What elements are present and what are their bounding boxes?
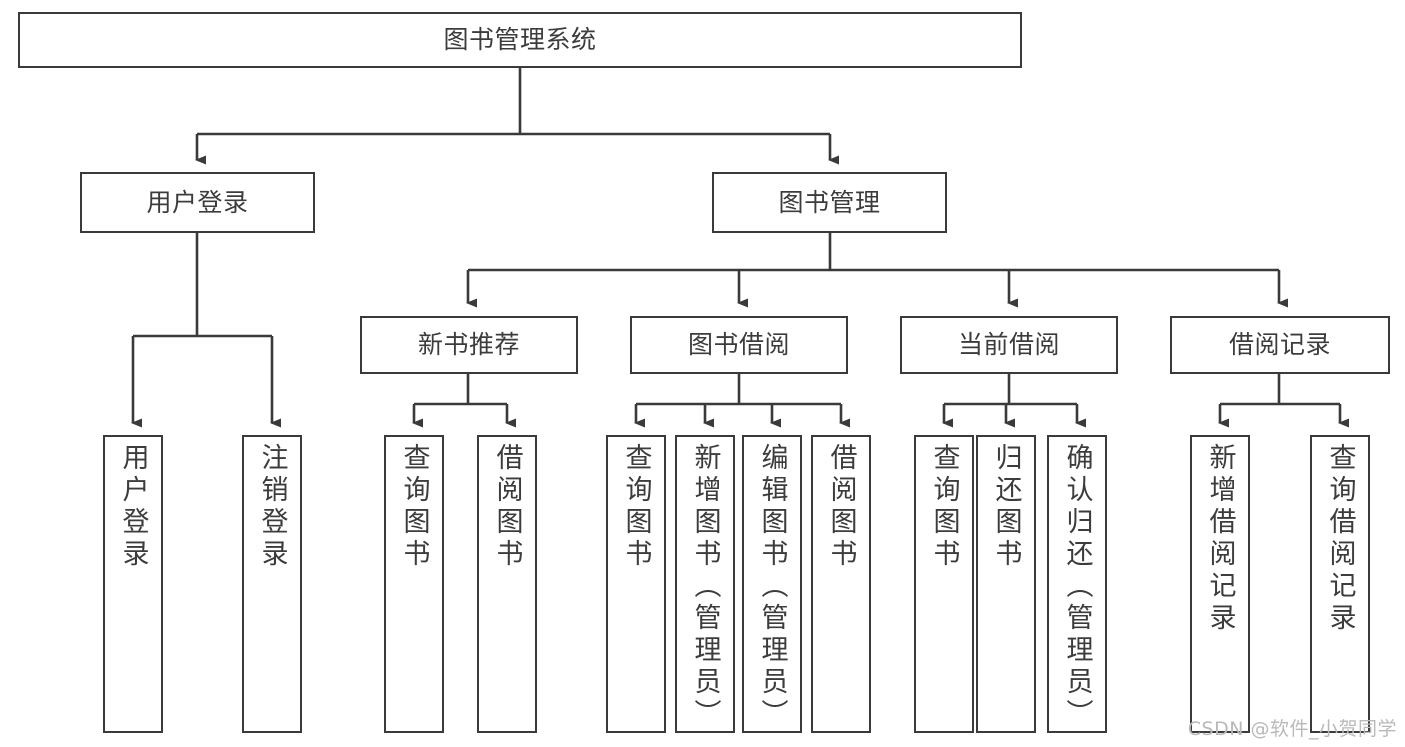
node-user-login[interactable]: 用户登录 <box>80 172 315 233</box>
node-borrow-records[interactable]: 借阅记录 <box>1170 316 1390 374</box>
leaf-book-borrow-add-book-admin[interactable]: 新增图书（管理员） <box>675 435 735 733</box>
node-label: 归还图书 <box>990 443 1022 571</box>
leaf-book-borrow-query-books[interactable]: 查询图书 <box>606 435 666 733</box>
leaf-user-login-login[interactable]: 用户登录 <box>103 435 163 733</box>
leaf-new-book-query-books[interactable]: 查询图书 <box>384 435 444 733</box>
leaf-new-book-borrow-books[interactable]: 借阅图书 <box>477 435 537 733</box>
leaf-borrow-records-query-record[interactable]: 查询借阅记录 <box>1310 435 1370 733</box>
node-label: 注销登录 <box>256 443 288 571</box>
leaf-book-borrow-borrow-books[interactable]: 借阅图书 <box>811 435 871 733</box>
node-root-book-management-system[interactable]: 图书管理系统 <box>18 12 1022 68</box>
node-label: 借阅图书 <box>825 443 857 571</box>
node-label: 新书推荐 <box>417 330 520 359</box>
node-book-management[interactable]: 图书管理 <box>712 172 947 233</box>
node-label: 新增借阅记录 <box>1204 443 1236 635</box>
node-label: 图书管理系统 <box>443 25 597 54</box>
leaf-current-borrow-confirm-return-admin[interactable]: 确认归还（管理员） <box>1047 435 1107 733</box>
leaf-current-borrow-query-books[interactable]: 查询图书 <box>914 435 974 733</box>
node-label: 图书管理 <box>778 187 881 217</box>
node-label: 确认归还（管理员） <box>1061 443 1093 731</box>
node-label: 查询借阅记录 <box>1324 443 1356 635</box>
node-book-borrow[interactable]: 图书借阅 <box>630 316 848 374</box>
node-label: 用户登录 <box>117 443 149 571</box>
csdn-watermark: CSDN @软件_小贺同学 <box>1187 718 1397 740</box>
node-label: 借阅图书 <box>491 443 523 571</box>
node-label: 查询图书 <box>620 443 652 571</box>
node-new-book-recommend[interactable]: 新书推荐 <box>360 316 578 374</box>
node-label: 查询图书 <box>398 443 430 571</box>
node-label: 用户登录 <box>146 187 249 217</box>
leaf-book-borrow-edit-book-admin[interactable]: 编辑图书（管理员） <box>742 435 802 733</box>
node-label: 借阅记录 <box>1228 330 1331 359</box>
leaf-user-login-logout[interactable]: 注销登录 <box>242 435 302 733</box>
node-label: 新增图书（管理员） <box>689 443 721 731</box>
node-current-borrow[interactable]: 当前借阅 <box>900 316 1118 374</box>
leaf-current-borrow-return-books[interactable]: 归还图书 <box>976 435 1036 733</box>
node-label: 当前借阅 <box>957 330 1060 359</box>
node-label: 查询图书 <box>928 443 960 571</box>
node-label: 编辑图书（管理员） <box>756 443 788 731</box>
leaf-borrow-records-add-record[interactable]: 新增借阅记录 <box>1190 435 1250 733</box>
node-label: 图书借阅 <box>687 330 790 359</box>
